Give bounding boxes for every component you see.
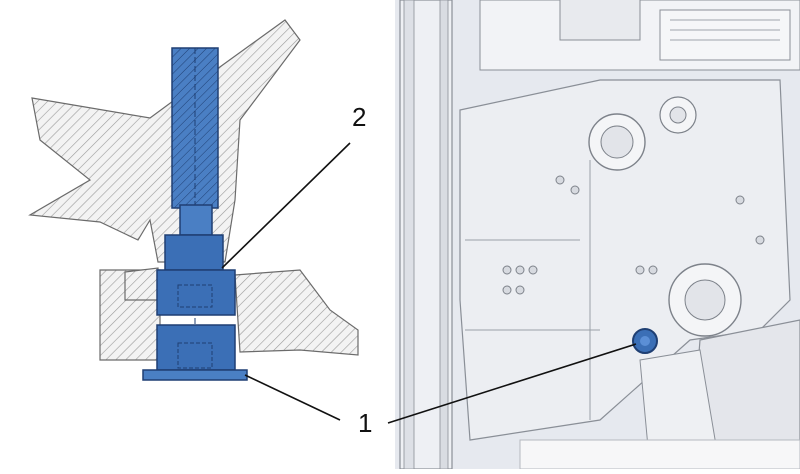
tool-base-plate: [142, 369, 248, 381]
housing-section-right: [234, 269, 359, 356]
engine-view: [387, 0, 800, 470]
callout-label-2: 2: [352, 102, 367, 132]
tool-collar: [179, 204, 213, 236]
housing-section-upper: [28, 19, 301, 263]
leader-line-2: [221, 142, 351, 269]
callout-label-1: 1: [358, 408, 373, 438]
housing-section-left-mid: [124, 267, 159, 301]
tool-body-upper: [156, 269, 236, 316]
leader-line-1-right: [387, 343, 637, 424]
leader-line-1-left: [244, 374, 341, 421]
tool-body-lower: [156, 324, 236, 371]
tool-neck: [164, 234, 224, 271]
tool-shaft: [171, 47, 219, 209]
sectional-view: [28, 19, 359, 421]
